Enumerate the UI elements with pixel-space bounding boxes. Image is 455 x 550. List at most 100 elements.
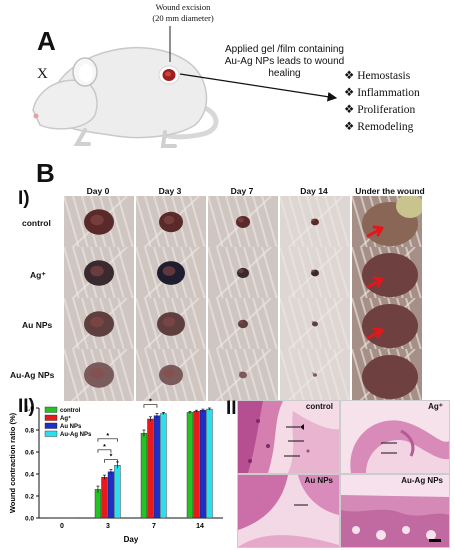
significance-bracket bbox=[104, 459, 118, 463]
bar-control-day7 bbox=[140, 433, 148, 519]
significance-star: * bbox=[106, 433, 109, 440]
histology-ag-image bbox=[341, 401, 449, 473]
x-tick-label: 7 bbox=[152, 523, 156, 530]
bar-aunps-day3 bbox=[107, 471, 115, 519]
y-tick-label: 0.0 bbox=[25, 516, 34, 523]
bar-control-day3 bbox=[94, 489, 102, 519]
wound-photo-au-nps-day14 bbox=[280, 298, 350, 350]
wound-photo-ag-under-wound bbox=[352, 247, 422, 299]
wound-photo-au-nps-day0 bbox=[64, 298, 134, 350]
y-tick-label: 0.2 bbox=[25, 494, 34, 501]
y-tick-label: 0.8 bbox=[25, 428, 34, 435]
col-header-under-wound: Under the wound bbox=[355, 186, 425, 196]
y-axis-label: Wound contraction ratio (%) bbox=[8, 412, 17, 513]
eye-x-mark: X bbox=[37, 66, 48, 82]
stage-proliferation: ❖ Proliferation bbox=[344, 104, 416, 116]
bar-control-day14 bbox=[186, 412, 194, 519]
bar-auagnps-day7 bbox=[160, 413, 167, 519]
stage-remodeling: ❖ Remodeling bbox=[344, 121, 414, 133]
legend-label: control bbox=[60, 408, 81, 414]
col-header-day3: Day 3 bbox=[158, 186, 182, 196]
wound-photo-au-ag-nps-under-wound bbox=[352, 349, 422, 401]
col-header-day14: Day 14 bbox=[300, 186, 328, 196]
wound-excision-text: Wound excision bbox=[155, 2, 211, 12]
wound-photo-ag-day0 bbox=[64, 247, 134, 299]
y-tick-label: 0.6 bbox=[25, 450, 34, 457]
wound-photo-au-nps-day3 bbox=[136, 298, 206, 350]
col-header-day7: Day 7 bbox=[230, 186, 254, 196]
wound-photo-control-day7 bbox=[208, 196, 278, 248]
significance-star: * bbox=[103, 444, 106, 451]
row-label-au-nps: Au NPs bbox=[22, 320, 53, 330]
histology-label-ag: Ag⁺ bbox=[428, 402, 443, 411]
y-tick-label: 0.4 bbox=[25, 472, 34, 479]
panel-b-letter: B bbox=[36, 158, 55, 188]
histology-control-image bbox=[238, 401, 339, 473]
bar-ag-day3 bbox=[101, 477, 108, 519]
histology-label-au-ag-nps: Au-Ag NPs bbox=[401, 476, 443, 485]
applied-line-1: Applied gel /film containing bbox=[225, 44, 344, 55]
legend-swatch bbox=[44, 406, 58, 413]
significance-star: * bbox=[110, 454, 113, 461]
x-tick-label: 0 bbox=[60, 523, 64, 530]
legend-label: Au-Ag NPs bbox=[60, 432, 92, 438]
bar-aunps-day7 bbox=[153, 415, 161, 519]
stage-hemostasis: ❖ Hemostasis bbox=[344, 70, 411, 82]
legend-swatch bbox=[44, 414, 58, 421]
wound-diameter-text: (20 mm diameter) bbox=[152, 13, 214, 23]
mouse-illustration bbox=[32, 47, 219, 148]
row-label-ag: Ag⁺ bbox=[30, 270, 46, 280]
applied-text-block: Applied gel /film containing Au-Ag NPs l… bbox=[212, 44, 357, 80]
significance-bracket bbox=[97, 449, 112, 453]
histology-au-ag-nps-image bbox=[341, 475, 449, 547]
excision-pointer-line bbox=[169, 26, 171, 62]
legend-label: Ag⁺ bbox=[60, 415, 71, 422]
significance-bracket bbox=[143, 404, 158, 408]
bar-auagnps-day14 bbox=[206, 408, 213, 519]
y-tick-label: 1.0 bbox=[25, 406, 34, 413]
wound-photo-control-day3 bbox=[136, 196, 206, 248]
row-label-control: control bbox=[22, 218, 51, 228]
legend-swatch bbox=[44, 430, 58, 437]
row-label-au-ag-nps: Au-Ag NPs bbox=[10, 370, 55, 380]
histology-au-nps-image bbox=[238, 475, 339, 547]
healing-arrow bbox=[179, 73, 338, 102]
healing-stages-list: ❖ Hemostasis ❖ Inflammation ❖ Proliferat… bbox=[344, 68, 420, 136]
wound-photo-au-ag-nps-day3 bbox=[136, 349, 206, 401]
wound-photo-control-day14 bbox=[280, 196, 350, 248]
x-axis-label: Day bbox=[124, 535, 139, 544]
wound-photo-ag-day7 bbox=[208, 247, 278, 299]
panel-ii-label: II) bbox=[18, 396, 35, 417]
col-header-day0: Day 0 bbox=[86, 186, 110, 196]
wound-excision-label: Wound excision (20 mm diameter) bbox=[138, 2, 228, 24]
wound-photo-au-ag-nps-day7 bbox=[208, 349, 278, 401]
x-tick-label: 3 bbox=[106, 523, 110, 530]
stage-inflammation: ❖ Inflammation bbox=[344, 87, 420, 99]
wound-photo-ag-day3 bbox=[136, 247, 206, 299]
bar-ag-day7 bbox=[147, 418, 154, 519]
bar-aunps-day14 bbox=[199, 409, 207, 519]
wound-photo-control-day0 bbox=[64, 196, 134, 248]
applied-line-3: healing bbox=[268, 68, 301, 79]
wound-photo-control-under-wound bbox=[352, 196, 422, 248]
bar-auagnps-day3 bbox=[114, 464, 121, 519]
panel-a-letter: A bbox=[37, 26, 56, 56]
histology-au-nps: Au NPs bbox=[237, 474, 340, 548]
applied-line-2: Au-Ag NPs leads to wound bbox=[224, 56, 345, 67]
wound-photo-au-ag-nps-day14 bbox=[280, 349, 350, 401]
x-tick-label: 14 bbox=[196, 523, 204, 530]
panel-b-i-label: I) bbox=[18, 188, 30, 209]
wound-photo-au-nps-day7 bbox=[208, 298, 278, 350]
wound-photo-au-nps-under-wound bbox=[352, 298, 422, 350]
significance-star: * bbox=[149, 399, 152, 406]
bar-ag-day14 bbox=[193, 411, 200, 519]
histology-label-au-nps: Au NPs bbox=[304, 476, 333, 485]
legend-label: Au NPs bbox=[60, 424, 82, 430]
significance-bracket bbox=[97, 438, 118, 442]
histology-au-ag-nps: Au-Ag NPs bbox=[340, 474, 450, 548]
wound-photo-ag-day14 bbox=[280, 247, 350, 299]
histology-ag: Ag⁺ bbox=[340, 400, 450, 474]
histology-control: control bbox=[237, 400, 340, 474]
